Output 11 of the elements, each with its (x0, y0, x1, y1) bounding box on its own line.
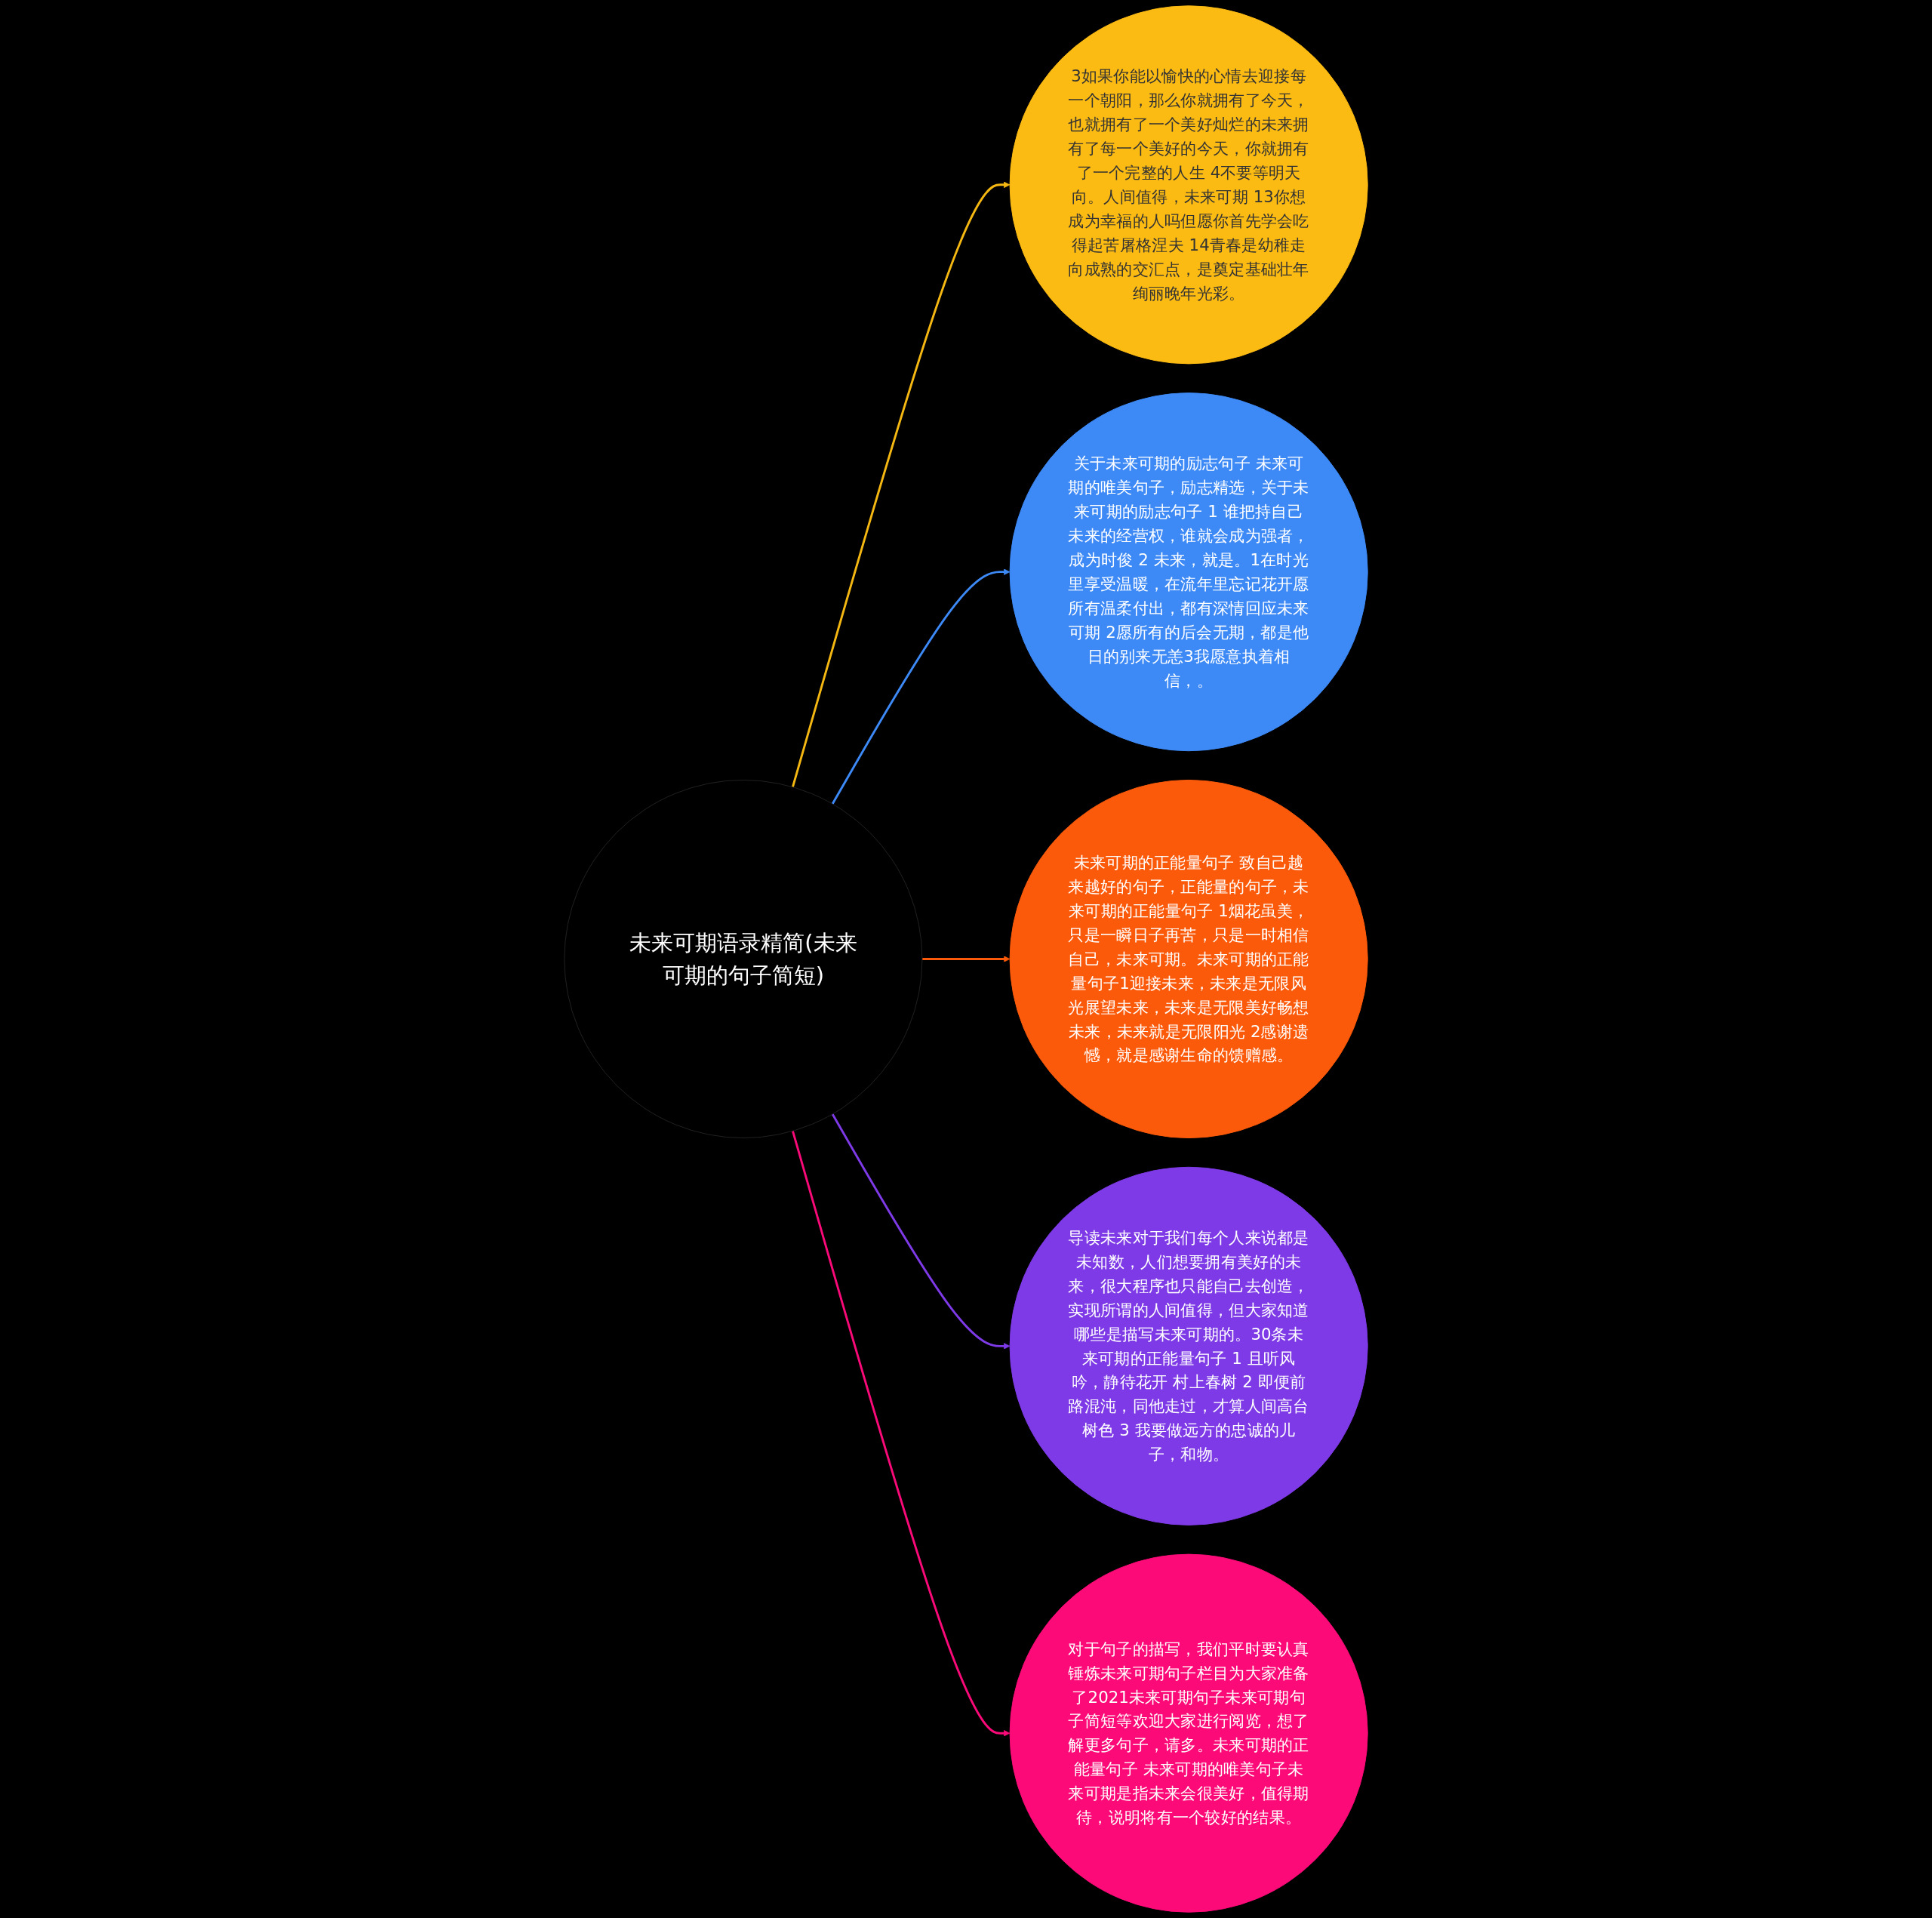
arrow (792, 1130, 1011, 1737)
node-circle (1009, 779, 1368, 1139)
node-circle (1009, 5, 1368, 365)
arrow (831, 1113, 1011, 1350)
node-circle (1009, 1553, 1368, 1913)
arrow (921, 956, 1011, 962)
arrow (792, 181, 1011, 788)
node-circle (564, 779, 923, 1139)
node-circle (1009, 1166, 1368, 1525)
node-circle (1009, 393, 1368, 752)
arrow (831, 568, 1011, 805)
